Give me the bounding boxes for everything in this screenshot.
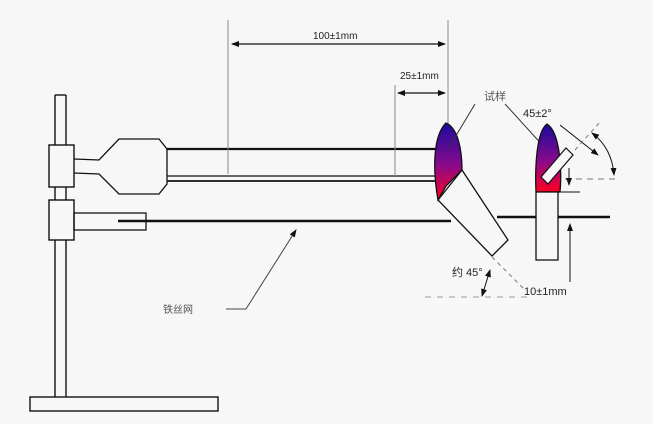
angle-45-2-label: 45±2° <box>523 108 552 120</box>
about-45-arc <box>481 269 491 297</box>
wire-gauze-holder <box>73 212 451 231</box>
dimension-100 <box>227 20 449 174</box>
retort-stand <box>29 94 219 412</box>
wire-gauze-label: 铁丝网 <box>163 303 193 316</box>
dimension-25 <box>394 85 446 176</box>
specimen-label: 试样 <box>484 89 506 103</box>
about-45-label: 约 45° <box>452 266 483 279</box>
lower-clamp <box>48 199 75 241</box>
angle-ref-line <box>574 121 601 151</box>
specimen-holder <box>73 138 448 195</box>
burner-vertical <box>535 191 559 261</box>
specimen-leader-left <box>447 103 476 150</box>
dim-100-label: 100±1mm <box>313 31 357 42</box>
flame-left <box>434 122 463 202</box>
dim-25-label: 25±1mm <box>400 71 439 82</box>
burner-tilted <box>437 168 509 257</box>
gauze-leader <box>245 229 297 310</box>
burner-axis-dashed <box>491 256 526 291</box>
dim-10-label: 10±1mm <box>524 286 567 298</box>
specimen-tilted <box>540 147 574 185</box>
upper-clamp <box>48 144 75 188</box>
stand-base <box>29 396 219 412</box>
angle-arc <box>591 132 617 176</box>
